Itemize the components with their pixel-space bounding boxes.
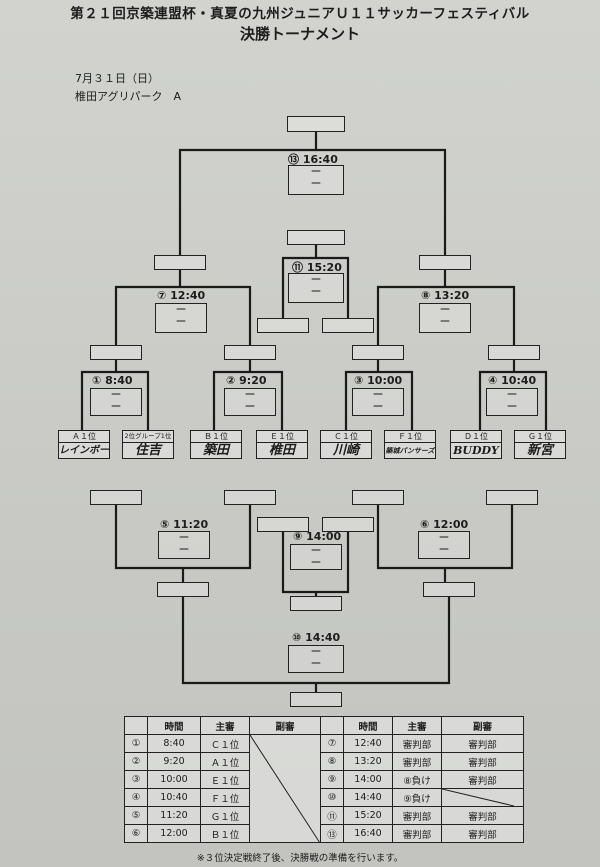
- champion-box: [287, 116, 345, 132]
- match-10-score: ーー: [288, 645, 344, 673]
- match-10-label: ⑩ 14:40: [292, 631, 341, 644]
- match-2-score: ーー: [224, 388, 276, 416]
- team-slot-f1: Ｆ１位築城パンサーズ: [384, 430, 436, 459]
- team-slot-e1: Ｅ１位椎田: [256, 430, 308, 459]
- team-slot-c1: Ｃ１位川崎: [320, 430, 372, 459]
- qf2-loser-box: [224, 490, 276, 505]
- tournament-title: 第２１回京築連盟杯・真夏の九州ジュニアＵ１１サッカーフェスティバル: [70, 6, 530, 22]
- semifinal-right-box: [419, 255, 471, 270]
- match-3-score: ーー: [352, 388, 404, 416]
- m9-winner-box: [290, 596, 342, 611]
- team-slot-a1: Ａ１位レインボー: [58, 430, 110, 459]
- strike-diagonal: [442, 789, 514, 806]
- match-8-label: ⑧ 13:20: [421, 289, 470, 302]
- match-1-score: ーー: [90, 388, 142, 416]
- schedule-header-row: 時間 主審 副審 時間 主審 副審: [124, 716, 524, 735]
- match-5-score: ーー: [158, 531, 210, 559]
- left-assistant-referee-blank: [249, 734, 321, 843]
- strike-diagonal: [250, 735, 320, 843]
- third-place-left-entry: [257, 318, 309, 333]
- third-place-right-entry: [322, 318, 374, 333]
- m9-right-entry: [322, 517, 374, 532]
- match-11-label: ⑪ 15:20: [292, 261, 342, 274]
- match-date: 7月３１日（日）: [75, 72, 159, 85]
- match-4-label: ④ 10:40: [488, 374, 537, 387]
- match-7-score: ーー: [155, 303, 207, 333]
- match-3-label: ③ 10:00: [354, 374, 403, 387]
- bracket-subtitle: 決勝トーナメント: [239, 25, 360, 43]
- m10-assistant-referee-blank: [441, 788, 524, 807]
- match-13-label: ⑬ 16:40: [288, 153, 338, 166]
- m10-winner-box: [290, 692, 342, 707]
- qf1-winner-box: [90, 345, 142, 360]
- m5-winner-box: [157, 582, 209, 597]
- match-6-score: ーー: [418, 531, 470, 559]
- semifinal-left-box: [154, 255, 206, 270]
- match-9-score: ーー: [290, 544, 342, 570]
- team-slot-g1: Ｇ１位新宮: [514, 430, 566, 459]
- qf4-winner-box: [488, 345, 540, 360]
- match-9-label: ⑨ 14:00: [293, 530, 342, 543]
- match-1-label: ① 8:40: [92, 374, 133, 387]
- third-place-box: [287, 230, 345, 245]
- match-6-label: ⑥ 12:00: [420, 518, 469, 531]
- match-8-score: ーー: [419, 303, 471, 333]
- qf4-loser-box: [486, 490, 538, 505]
- m6-winner-box: [423, 582, 475, 597]
- qf3-winner-box: [352, 345, 404, 360]
- qf1-loser-box: [90, 490, 142, 505]
- qf2-winner-box: [224, 345, 276, 360]
- m9-left-entry: [257, 517, 309, 532]
- match-7-label: ⑦ 12:40: [157, 289, 206, 302]
- team-slot-b1: Ｂ１位築田: [190, 430, 242, 459]
- match-13-score: ーー: [288, 165, 344, 195]
- team-slot-group2: 2位グループ1位住吉: [122, 430, 174, 459]
- match-4-score: ーー: [486, 388, 538, 416]
- footer-note: ※３位決定戦終了後、決勝戦の準備を行います。: [196, 853, 404, 864]
- qf3-loser-box: [352, 490, 404, 505]
- match-venue: 椎田アグリパーク A: [75, 90, 181, 103]
- match-2-label: ② 9:20: [226, 374, 267, 387]
- match-11-score: ーー: [288, 273, 344, 303]
- match-5-label: ⑤ 11:20: [160, 518, 209, 531]
